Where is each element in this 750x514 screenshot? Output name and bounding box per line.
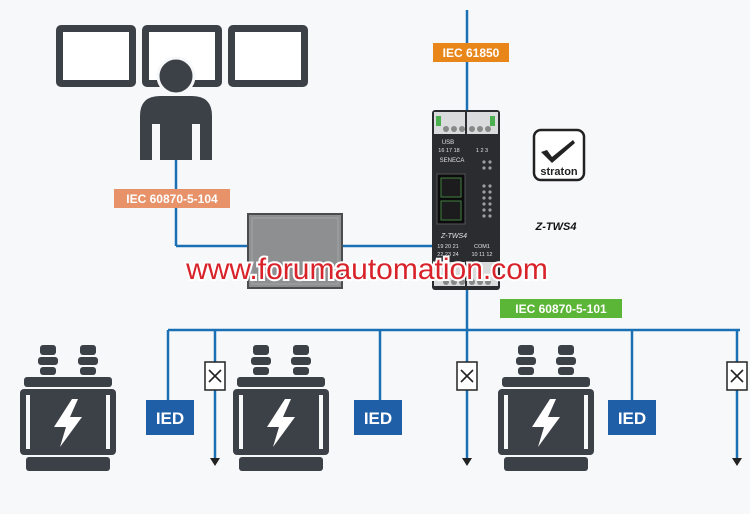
protocol-converter-box xyxy=(247,213,343,289)
breaker-switch-icon xyxy=(456,361,478,466)
bottom-terminal-numbers-left-2: 22 23 24 xyxy=(437,252,458,258)
usb-label: USB xyxy=(442,140,454,146)
brand-label: SENECA xyxy=(440,158,465,164)
breaker-switch-icon xyxy=(726,361,748,466)
status-leds xyxy=(482,160,492,218)
straton-logo: straton xyxy=(532,128,586,182)
check-mark-icon xyxy=(541,140,575,163)
operator-person-icon xyxy=(140,56,212,160)
ethernet-ports xyxy=(436,173,466,225)
transformer-icon xyxy=(233,345,329,471)
bottom-terminal-numbers-right: 10 11 12 xyxy=(471,252,492,258)
ied-label: IED xyxy=(156,409,184,428)
top-terminal-numbers-right: 1 2 3 xyxy=(476,148,488,154)
monitor-icon xyxy=(228,25,308,87)
monitor-icon xyxy=(56,25,136,87)
ied-label: IED xyxy=(364,409,392,428)
straton-logo-text: straton xyxy=(540,166,578,178)
hmi-monitors xyxy=(56,25,308,87)
ied-device: IED xyxy=(146,400,194,435)
breaker-switches xyxy=(204,361,748,466)
iec104-label: IEC 60870-5-104 xyxy=(126,192,218,206)
ied-label: IED xyxy=(618,409,646,428)
ied-device: IED xyxy=(354,400,402,435)
device-model-label: Z-TWS4 xyxy=(440,233,467,240)
connection-lines xyxy=(166,10,740,460)
z-tws4-gateway-device: USB 16 17 18 1 2 3 SENECA Z-TWS4 19 20 2… xyxy=(432,110,500,290)
com1-label: COM1 xyxy=(474,244,490,250)
bottom-terminal-numbers-left-1: 19 20 21 xyxy=(437,244,458,250)
iec101-label: IEC 60870-5-101 xyxy=(515,302,607,316)
transformer-icon xyxy=(498,345,594,471)
iec61850-protocol-tag: IEC 61850 xyxy=(433,43,509,62)
transformer-icon xyxy=(20,345,116,471)
watermark-text: www.forumautomation.com xyxy=(185,253,548,286)
iec101-protocol-tag: IEC 60870-5-101 xyxy=(500,299,622,318)
top-terminal-numbers-left: 16 17 18 xyxy=(438,148,459,154)
model-caption: Z-TWS4 xyxy=(535,221,577,233)
iec61850-label: IEC 61850 xyxy=(443,46,500,60)
ied-device: IED xyxy=(608,400,656,435)
breaker-switch-icon xyxy=(204,361,226,466)
iec104-protocol-tag: IEC 60870-5-104 xyxy=(114,189,230,208)
